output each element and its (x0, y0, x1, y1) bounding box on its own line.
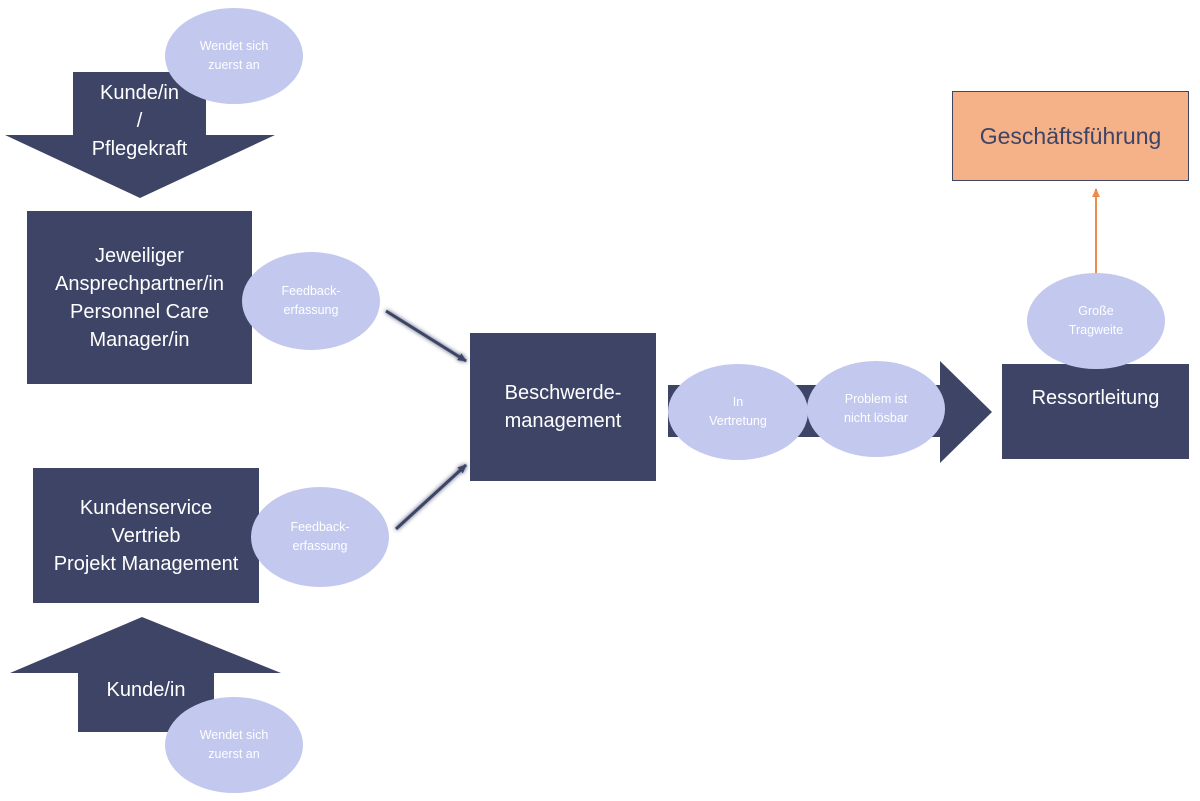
oval-feedback-1: Feedback- erfassung (242, 252, 380, 350)
oval-grosse-tragweite: Große Tragweite (1027, 273, 1165, 369)
bottom-arrow-text: Kunde/in (106, 679, 186, 701)
box-gf-label: Geschäftsführung (979, 122, 1162, 149)
connector-kundenservice-to-beschwerde (394, 463, 468, 531)
box-kundenservice-line-3: Projekt Management (53, 552, 239, 575)
oval-feedback-1-line-2: erfassung (283, 303, 339, 317)
bottom-arrow-label: Kunde/in (78, 673, 214, 707)
oval-top-line-2: zuerst an (208, 58, 260, 72)
box-ressort-label: Ressortleitung (1031, 387, 1160, 409)
oval-tragweite-line-2: Tragweite (1068, 323, 1124, 337)
box-kundenservice: Kundenservice Vertrieb Projekt Managemen… (33, 468, 259, 603)
oval-top-wendet-sich: Wendet sich zuerst an (165, 8, 303, 104)
oval-bottom-line-1: Wendet sich (199, 728, 269, 742)
oval-problem-nicht-loesbar: Problem ist nicht lösbar (807, 361, 945, 457)
top-down-arrow-shape (5, 72, 275, 198)
oval-feedback-1-line-1: Feedback- (281, 284, 341, 298)
box-kundenservice-line-2: Vertrieb (111, 524, 181, 547)
top-arrow-line-1: Kunde/in (100, 82, 179, 104)
oval-feedback-2: Feedback- erfassung (251, 487, 389, 587)
box-ansprechpartner: Jeweiliger Ansprechpartner/in Personnel … (27, 211, 252, 384)
box-kundenservice-line-1: Kundenservice (79, 496, 213, 519)
box-ansprechpartner-line-1: Jeweiliger (95, 244, 184, 267)
oval-in-vertretung: In Vertretung (668, 364, 808, 460)
connector-ansprechpartner-to-beschwerde (385, 309, 467, 363)
oval-feedback-2-line-1: Feedback- (290, 520, 350, 534)
box-beschwerde-line-2: management (504, 410, 622, 432)
top-arrow-label: Kunde/in / Pflegekraft (73, 78, 206, 164)
box-geschaeftsfuehrung: Geschäftsführung (952, 91, 1189, 181)
oval-bottom-wendet-sich: Wendet sich zuerst an (165, 697, 303, 793)
top-arrow-line-2: / (136, 110, 143, 132)
oval-top-line-1: Wendet sich (199, 39, 269, 53)
box-beschwerdemanagement: Beschwerde- management (470, 333, 656, 481)
oval-vertretung-line-2: Vertretung (709, 414, 767, 428)
box-ressortleitung: Ressortleitung (1002, 364, 1189, 459)
oval-tragweite-line-1: Große (1078, 304, 1114, 318)
box-ansprechpartner-line-2: Ansprechpartner/in (55, 272, 224, 295)
oval-problem-line-2: nicht lösbar (844, 411, 908, 425)
oval-feedback-2-line-2: erfassung (292, 539, 348, 553)
oval-bottom-line-2: zuerst an (208, 747, 260, 761)
box-beschwerde-line-1: Beschwerde- (504, 382, 622, 404)
oval-vertretung-line-1: In (732, 395, 744, 409)
oval-problem-line-1: Problem ist (844, 392, 908, 406)
box-ansprechpartner-line-3: Personnel Care (70, 300, 209, 323)
box-ansprechpartner-line-4: Manager/in (89, 328, 190, 351)
top-arrow-line-3: Pflegekraft (91, 138, 188, 160)
